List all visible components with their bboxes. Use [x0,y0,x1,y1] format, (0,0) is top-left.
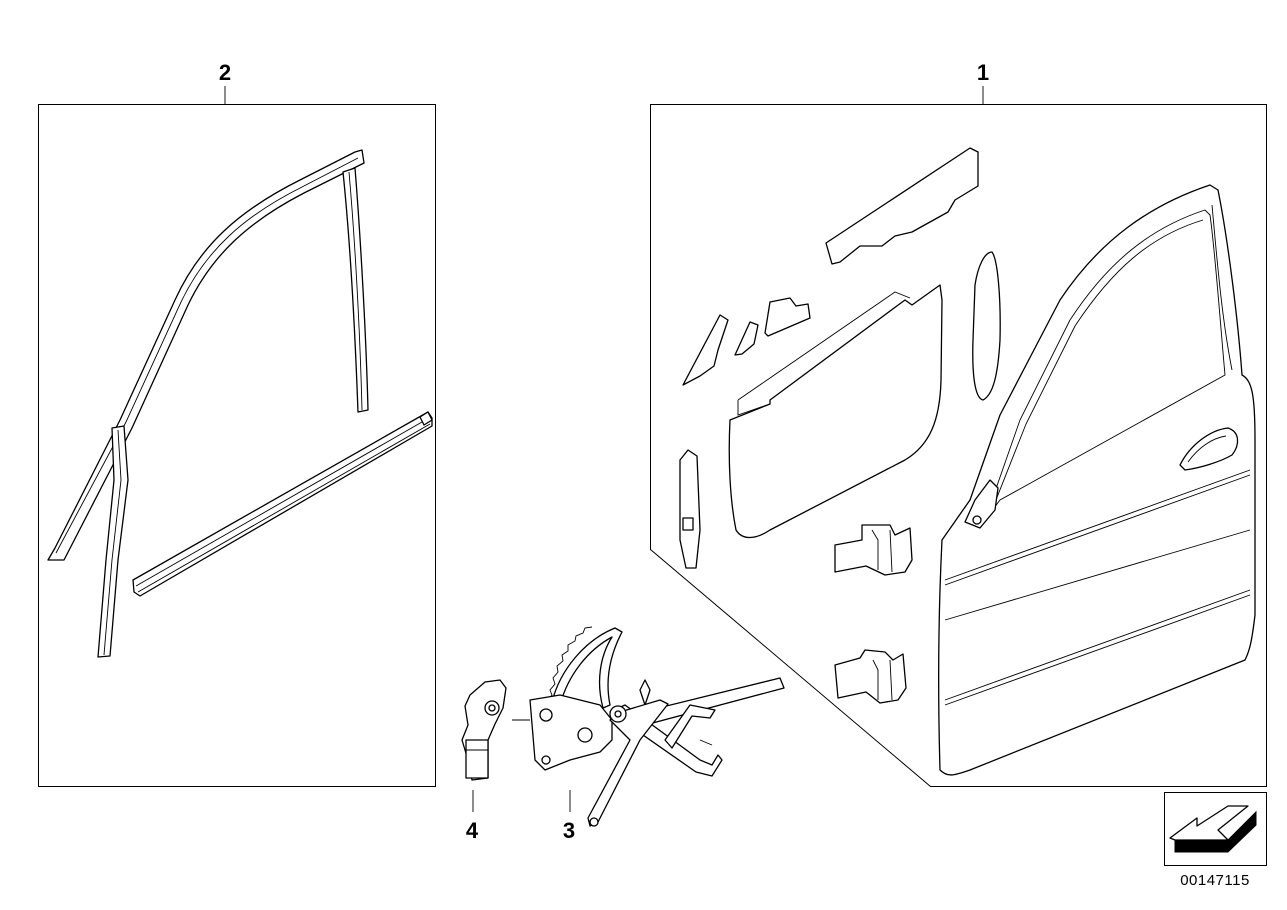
mirror-triangle-panel [682,314,729,386]
group-2-frame [38,104,436,787]
part-3-window-regulator: 3 [512,626,785,843]
insulation-panel [728,284,943,539]
lower-hinge [834,649,907,704]
door-shell [938,184,1256,776]
callout-3-label: 3 [563,818,575,843]
part-4-window-motor: 4 [461,679,507,843]
group-2-window-seals: 2 [38,60,436,787]
group-1-door-shell: 1 [650,60,1267,787]
group-1-frame [650,104,1267,787]
callout-4-label: 4 [466,818,479,843]
vertical-pad [972,251,1001,401]
small-triangle-panel [734,321,759,356]
bracket-slot [682,517,694,531]
vertical-bracket [679,449,701,569]
arrow-pointer-icon [1169,805,1257,853]
upper-hinge [834,524,913,576]
callout-1-label: 1 [977,60,989,85]
orientation-symbol-frame [1164,792,1267,866]
orientation-symbol [1164,792,1267,866]
reinforcement-strip [825,147,979,265]
beltline-seal [132,411,433,597]
window-frame-seal [47,149,369,561]
front-vertical-channel [97,425,129,658]
callout-2-label: 2 [219,60,231,85]
small-block-panel [764,297,811,337]
document-number: 00147115 [1180,872,1250,889]
